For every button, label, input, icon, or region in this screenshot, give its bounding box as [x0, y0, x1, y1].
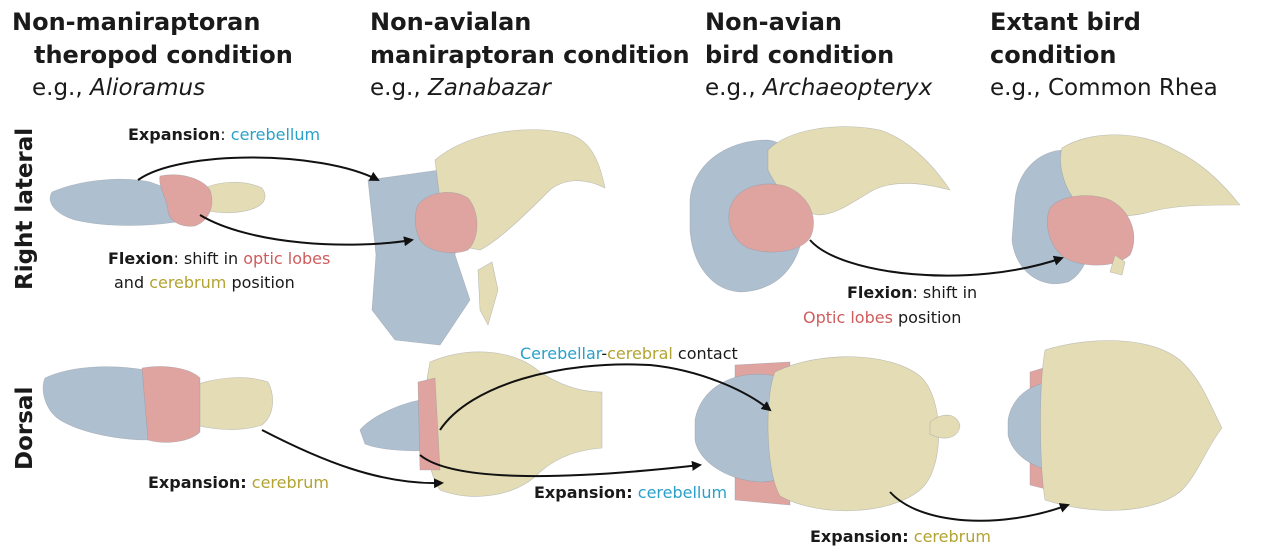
spinal-stub [930, 415, 960, 438]
cerebrum-region [1040, 341, 1222, 511]
rhea-lateral-brain [1012, 135, 1240, 284]
annotation-expansion-cerebrum-dorsal-2: Expansion: cerebrum [810, 526, 991, 547]
annotation-expansion-cerebellum-dorsal: Expansion: cerebellum [534, 482, 727, 503]
cerebrum-fragment [478, 262, 498, 325]
cerebrum-region [195, 378, 273, 430]
archaeopteryx-lateral-brain [690, 127, 950, 292]
cerebellum-region [43, 367, 150, 440]
annotation-flexion-lateral-1-line2: and cerebrum position [114, 272, 295, 293]
optic-lobe-region [415, 192, 477, 252]
alioramus-dorsal-brain [43, 366, 273, 442]
annotation-flexion-lateral-1: Flexion: shift in optic lobes [108, 248, 330, 269]
cerebrum-region [768, 357, 939, 511]
rhea-dorsal-brain [1008, 341, 1222, 511]
annotation-flexion-lateral-2-line2: Optic lobes position [803, 307, 961, 328]
optic-lobe-region [142, 366, 200, 442]
annotation-cerebellar-cerebral-contact: Cerebellar-cerebral contact [520, 343, 738, 364]
annotation-flexion-lateral-2: Flexion: shift in [847, 282, 977, 303]
annotation-expansion-cerebrum-dorsal-1: Expansion: cerebrum [148, 472, 329, 493]
arrow-expansion-cerebrum-dorsal-2 [890, 492, 1068, 521]
zanabazar-lateral-brain [368, 130, 605, 345]
cerebellum-region [50, 179, 176, 225]
annotation-expansion-cerebellum-lateral: Expansion: cerebellum [128, 124, 320, 145]
alioramus-lateral-brain [50, 175, 265, 227]
archaeopteryx-dorsal-brain [695, 357, 960, 511]
